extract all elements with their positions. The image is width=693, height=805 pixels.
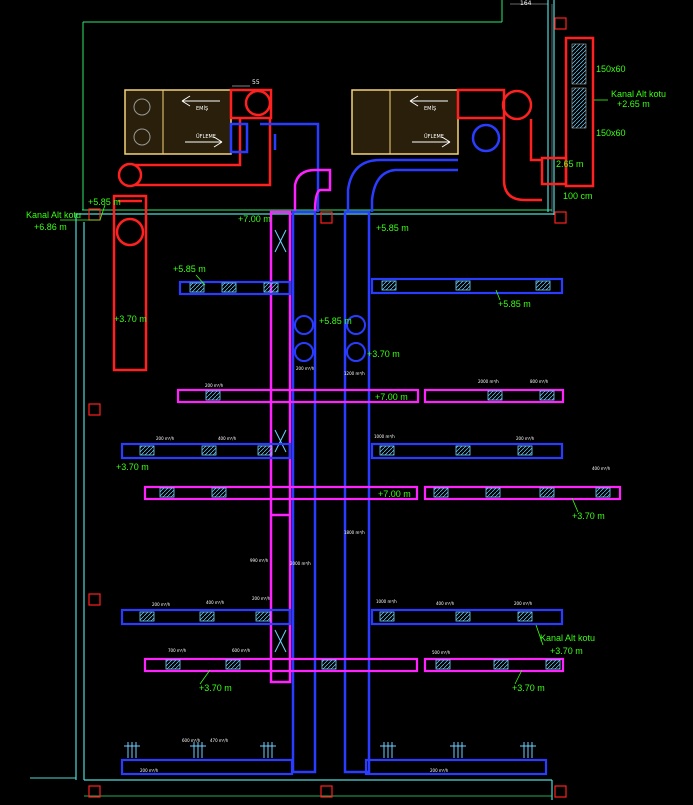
- svg-text:400 m³/h: 400 m³/h: [436, 601, 455, 606]
- svg-text:800 m³/h: 800 m³/h: [530, 379, 549, 384]
- svg-text:470 m³/h: 470 m³/h: [210, 738, 229, 743]
- kanal-alt-kotu-left-val: +6.86 m: [34, 222, 67, 232]
- dim-164: 164: [520, 0, 532, 7]
- level-5-85-c: +5.85 m: [498, 299, 531, 309]
- svg-text:1800 m³/h: 1800 m³/h: [344, 530, 365, 535]
- bottom-grilles: [124, 742, 536, 758]
- level-5-85-b: +5.85 m: [173, 264, 206, 274]
- svg-text:200 m³/h: 200 m³/h: [516, 436, 535, 441]
- level-7-00-a: +7.00 m: [238, 214, 271, 224]
- level-3-70-e: +3.70 m: [199, 683, 232, 693]
- level-3-70-f: +3.70 m: [512, 683, 545, 693]
- svg-text:600 m³/h: 600 m³/h: [182, 738, 201, 743]
- ahu-unit-right: EMİŞ ÜFLEME: [351, 89, 459, 155]
- duct-hatch-top: [571, 43, 587, 85]
- svg-text:990 m³/h: 990 m³/h: [250, 558, 269, 563]
- leader-lines: [60, 99, 608, 685]
- riser-dampers: [274, 229, 366, 653]
- diffusers: [139, 280, 611, 670]
- level-labels: Kanal Alt kotu +6.86 m Kanal Alt kotu +2…: [26, 64, 666, 693]
- level-5-85-topleft: +5.85 m: [88, 197, 121, 207]
- level-5-85-a: +5.85 m: [376, 223, 409, 233]
- building-outline: [30, 0, 555, 800]
- svg-text:400 m³/h: 400 m³/h: [592, 466, 611, 471]
- svg-text:1200 m³/h: 1200 m³/h: [344, 371, 365, 376]
- magenta-elbow: [293, 168, 332, 213]
- airflow-notes: 200 m³/h 1200 m³/h 200 m³/h 2000 m³/h 80…: [140, 366, 611, 773]
- svg-text:400 m³/h: 400 m³/h: [218, 436, 237, 441]
- svg-text:400 m³/h: 400 m³/h: [206, 600, 225, 605]
- branch-ducts: [120, 277, 622, 776]
- kanal-alt-kotu-bottom: Kanal Alt kotu: [540, 633, 595, 643]
- duct-size-150x60-a: 150x60: [596, 64, 626, 74]
- kanal-alt-kotu-bottom-val: +3.70 m: [550, 646, 583, 656]
- svg-text:200 m³/h: 200 m³/h: [156, 436, 175, 441]
- svg-text:200 m³/h: 200 m³/h: [205, 383, 224, 388]
- supply-duct-left-red: [112, 88, 273, 372]
- kanal-alt-kotu-right: Kanal Alt kotu: [611, 89, 666, 99]
- svg-text:600 m³/h: 600 m³/h: [232, 648, 251, 653]
- ahu-left-suction-text: EMİŞ: [196, 105, 208, 112]
- svg-text:200 m³/h: 200 m³/h: [252, 596, 271, 601]
- ahu-right-suction-text: EMİŞ: [424, 105, 436, 112]
- level-7-00-b: +7.00 m: [375, 392, 408, 402]
- kanal-alt-kotu-left: Kanal Alt kotu: [26, 210, 81, 220]
- svg-text:1000 m³/h: 1000 m³/h: [374, 434, 395, 439]
- duct-size-150x60-b: 150x60: [596, 128, 626, 138]
- svg-text:2000 m³/h: 2000 m³/h: [478, 379, 499, 384]
- svg-text:200 m³/h: 200 m³/h: [140, 768, 159, 773]
- svg-text:500 m³/h: 500 m³/h: [432, 650, 451, 655]
- level-100cm: 100 cm: [563, 191, 593, 201]
- dim-55: 55: [252, 79, 260, 86]
- svg-text:700 m³/h: 700 m³/h: [168, 648, 187, 653]
- level-3-70-b: +3.70 m: [367, 349, 400, 359]
- svg-text:200 m³/h: 200 m³/h: [152, 602, 171, 607]
- kanal-alt-kotu-right-val: +2.65 m: [617, 99, 650, 109]
- svg-text:2000 m³/h: 2000 m³/h: [290, 561, 311, 566]
- svg-text:1000 m³/h: 1000 m³/h: [376, 599, 397, 604]
- level-7-00-c: +7.00 m: [378, 489, 411, 499]
- level-2-65: 2.65 m: [556, 159, 584, 169]
- main-risers: [269, 210, 371, 774]
- supply-duct-right-red: [456, 36, 595, 202]
- level-3-70-a: +3.70 m: [114, 314, 147, 324]
- ahu-right-supply-text: ÜFLEME: [424, 133, 444, 140]
- ahu-left-supply-text: ÜFLEME: [196, 133, 216, 140]
- svg-text:200 m³/h: 200 m³/h: [514, 601, 533, 606]
- ahu-unit-left: EMİŞ ÜFLEME: [124, 89, 232, 155]
- level-5-85-d: +5.85 m: [319, 316, 352, 326]
- svg-text:200 m³/h: 200 m³/h: [430, 768, 449, 773]
- return-duct-right-blue: [346, 123, 501, 212]
- column-markers: [88, 17, 567, 798]
- level-3-70-d: +3.70 m: [572, 511, 605, 521]
- duct-hatch-bottom: [571, 87, 587, 129]
- level-3-70-c: +3.70 m: [116, 462, 149, 472]
- return-duct-left-blue: [229, 122, 320, 212]
- svg-text:200 m³/h: 200 m³/h: [296, 366, 315, 371]
